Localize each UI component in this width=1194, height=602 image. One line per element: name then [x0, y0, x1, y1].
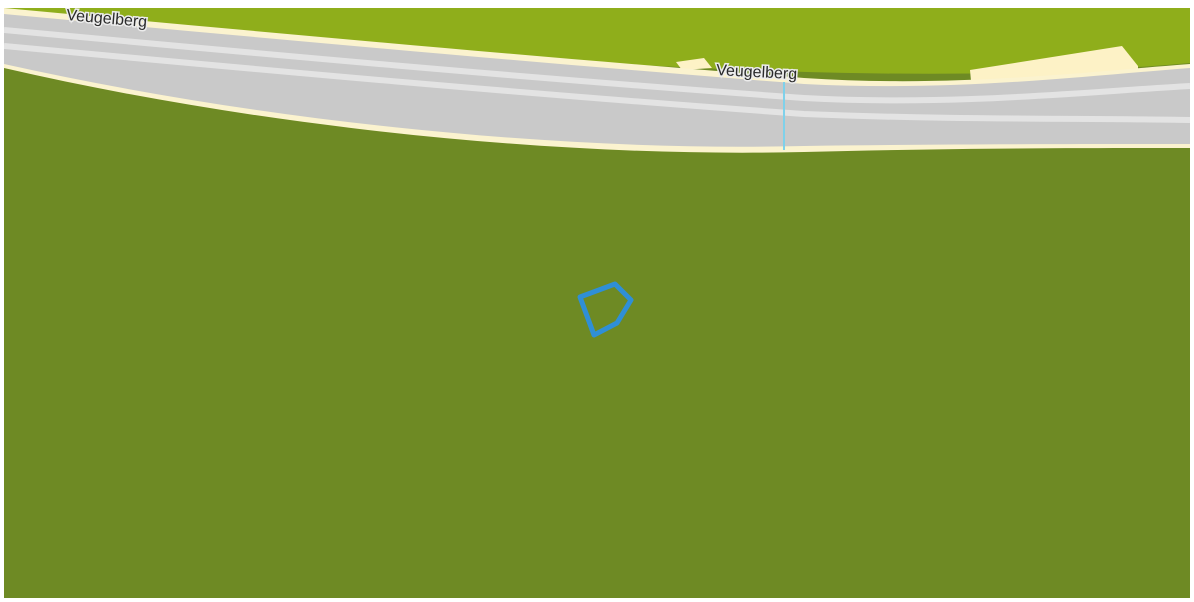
map-canvas[interactable]: Veugelberg Veugelberg: [4, 8, 1190, 598]
road-lane-line: [4, 43, 1190, 123]
building-mid: [676, 58, 712, 70]
selected-area-outline[interactable]: [577, 281, 634, 338]
map-view[interactable]: Veugelberg Veugelberg: [4, 8, 1190, 598]
field-north: [4, 8, 1190, 74]
road-lane-line: [4, 27, 1190, 104]
